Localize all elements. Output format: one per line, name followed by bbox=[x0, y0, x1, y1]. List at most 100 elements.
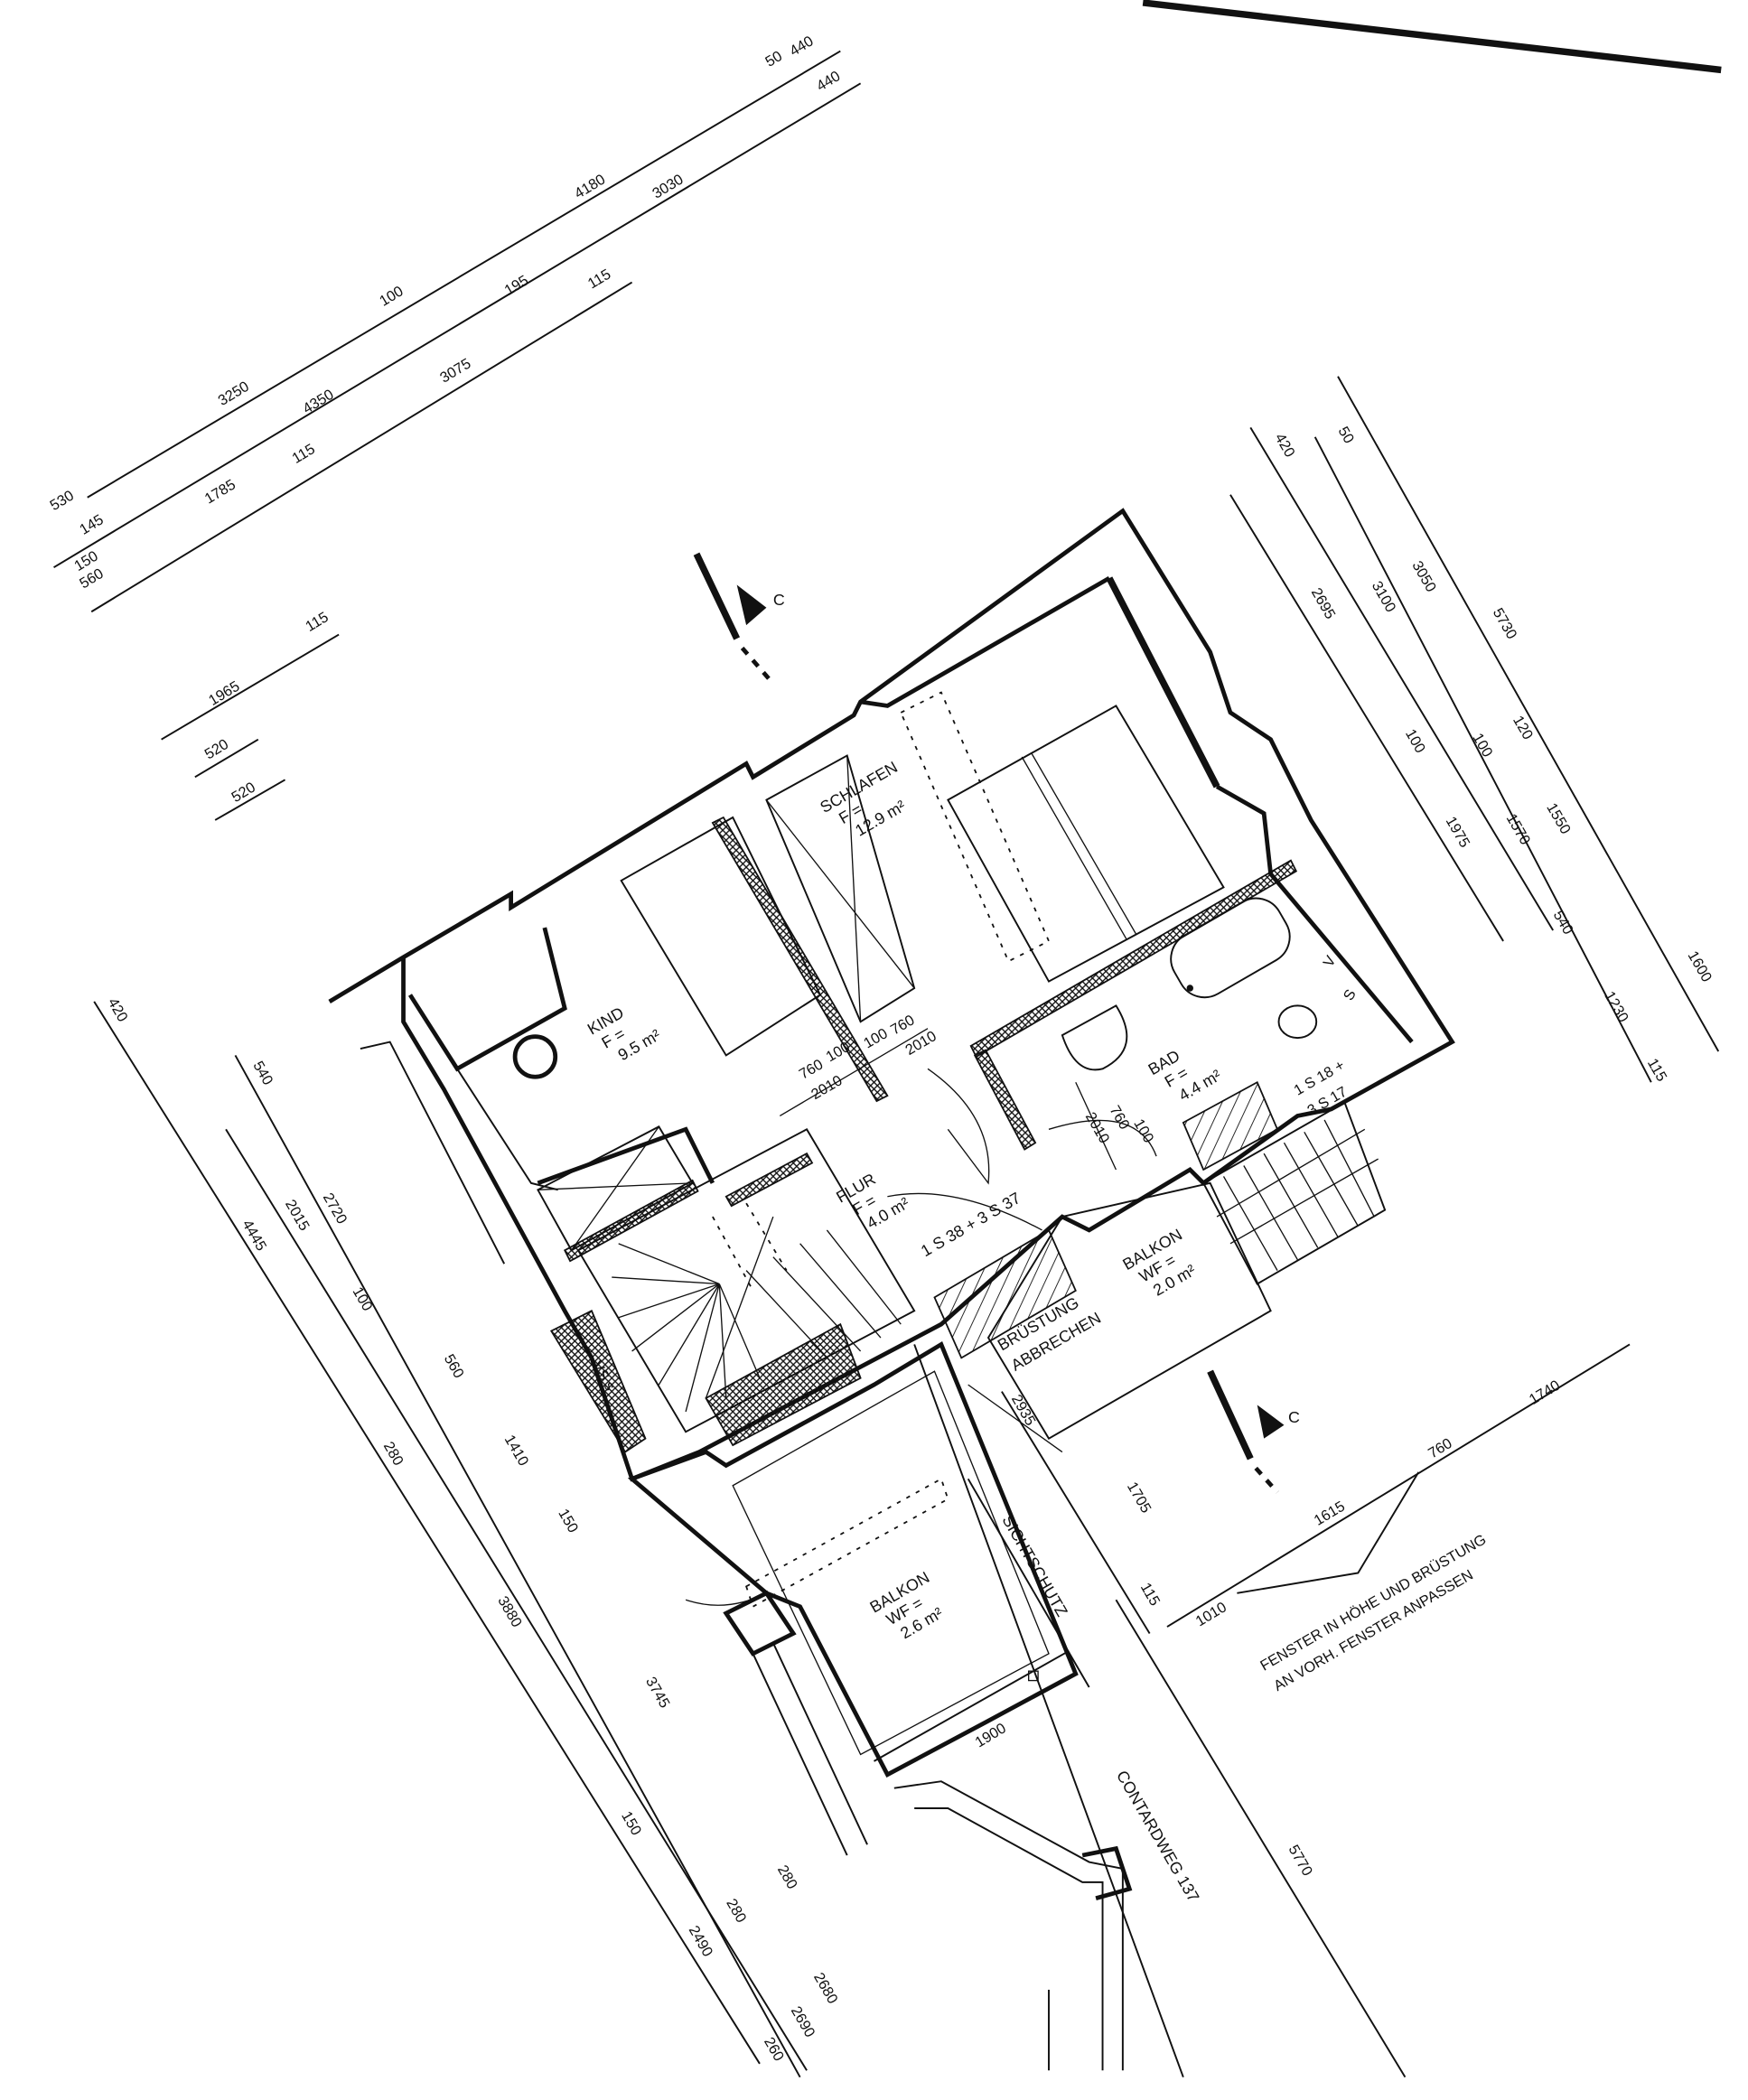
dim-label: 100 bbox=[1402, 726, 1428, 756]
dim-label: 150 bbox=[618, 1808, 644, 1838]
room-balkon-lower: BALKON WF = 2.6 m² bbox=[867, 1568, 947, 1642]
door-swing bbox=[1048, 1119, 1157, 1157]
room-kind: KIND F = 9.5 m² bbox=[584, 1003, 664, 1064]
dim-label: 115 bbox=[1644, 1056, 1670, 1085]
wardrobe-kind bbox=[537, 1125, 694, 1252]
brustung-hatch bbox=[933, 1228, 1077, 1359]
dim-label: 5730 bbox=[1490, 605, 1520, 642]
dim-label: 560 bbox=[441, 1351, 467, 1381]
dim-label: 100 bbox=[377, 283, 407, 309]
window-dashed bbox=[900, 691, 1051, 963]
washbasin bbox=[1061, 1004, 1128, 1071]
dim-label: 115 bbox=[585, 266, 614, 293]
vs-label: V bbox=[1320, 953, 1339, 970]
stair-landing-hatched bbox=[705, 1322, 862, 1447]
dim-label: 115 bbox=[303, 609, 332, 635]
balkon-lower bbox=[627, 1341, 1079, 1778]
dim-label: 260 bbox=[761, 2034, 787, 2064]
dimension-lines-bottom bbox=[874, 1343, 1631, 2078]
dim-label: 530 bbox=[47, 488, 77, 514]
dim-label: 100 bbox=[1469, 731, 1495, 761]
dim-label: 145 bbox=[77, 511, 107, 537]
bathtub-drain bbox=[1186, 985, 1194, 992]
dim-label: 4445 bbox=[238, 1218, 269, 1255]
dim-label: 115 bbox=[1137, 1580, 1164, 1609]
door-dim: 760 bbox=[888, 1012, 918, 1038]
neighbour-building bbox=[893, 1780, 1133, 2071]
dim-label: 3050 bbox=[1408, 558, 1439, 595]
room-flur: FLUR F = 4.0 m² bbox=[833, 1170, 912, 1232]
window-frame bbox=[360, 1041, 506, 1265]
building-outline bbox=[328, 508, 1455, 1482]
dim-label: 115 bbox=[289, 441, 318, 467]
dim-label: 540 bbox=[249, 1059, 276, 1088]
dim-label: 440 bbox=[814, 68, 844, 94]
dim-label: 1570 bbox=[1503, 811, 1534, 848]
dim-label: 1010 bbox=[1192, 1599, 1229, 1629]
section-label: C bbox=[773, 591, 785, 609]
wall-hatched bbox=[724, 1152, 814, 1208]
dim-label: 4180 bbox=[572, 172, 608, 202]
dim-label: 280 bbox=[774, 1862, 800, 1892]
dim-label: 4350 bbox=[300, 387, 336, 417]
dim-labels-bottom: 2935 1705 115 5770 1900 1010 1615 760 17… bbox=[972, 1377, 1563, 1879]
dim-label: 5770 bbox=[1285, 1843, 1315, 1880]
dim-label: 100 bbox=[350, 1284, 376, 1314]
bed-kind bbox=[620, 816, 822, 1057]
dim-label: 1410 bbox=[501, 1433, 532, 1470]
door-dim: 760 bbox=[1107, 1103, 1133, 1133]
dim-label: 3880 bbox=[494, 1593, 525, 1630]
section-label: C bbox=[1288, 1408, 1300, 1426]
dim-label: 760 bbox=[1426, 1435, 1455, 1461]
stair-outer bbox=[1201, 1101, 1387, 1285]
dim-label: 1600 bbox=[1685, 948, 1715, 985]
dim-label: 520 bbox=[229, 779, 258, 806]
note-fenster: AN VORH. FENSTER ANPASSEN bbox=[1271, 1567, 1476, 1694]
note-fenster: FENSTER IN HÖHE UND BRÜSTUNG bbox=[1257, 1531, 1489, 1674]
bed-schlafen bbox=[947, 705, 1225, 983]
dimension-lines-top bbox=[53, 50, 862, 821]
dim-label: 3100 bbox=[1369, 578, 1399, 615]
kind-basin bbox=[512, 1034, 558, 1079]
dim-label: 1230 bbox=[1601, 988, 1631, 1025]
dim-label: 1740 bbox=[1527, 1377, 1563, 1408]
dim-label: 50 bbox=[762, 48, 785, 70]
toilet bbox=[1277, 1004, 1318, 1040]
note-leader bbox=[1237, 1471, 1420, 1594]
dim-label: 440 bbox=[787, 33, 817, 59]
bathtub bbox=[1170, 897, 1291, 999]
dim-label: 2490 bbox=[686, 1923, 716, 1960]
section-mark-c-top: C bbox=[693, 552, 785, 681]
room-bad: BAD F = 4.4 m² bbox=[1145, 1047, 1225, 1105]
dim-label: 1550 bbox=[1543, 800, 1574, 837]
wall-hatched bbox=[711, 816, 889, 1103]
door-swing bbox=[927, 1068, 990, 1185]
scan-edge-line bbox=[1142, 0, 1722, 74]
dim-labels-right: 2695 100 1975 420 3100 100 1570 540 50 3… bbox=[1272, 424, 1715, 1084]
dim-label: 50 bbox=[1335, 424, 1358, 446]
property-line bbox=[913, 1344, 1184, 2078]
stair-outer-hatch bbox=[1182, 1080, 1279, 1171]
dim-label: 1785 bbox=[202, 476, 238, 507]
door-dim: 100 bbox=[1130, 1116, 1156, 1146]
vs-label: S bbox=[1341, 986, 1360, 1003]
dim-label: 3250 bbox=[215, 378, 251, 409]
wall-hatched bbox=[550, 1310, 647, 1453]
stair-inner bbox=[576, 1128, 916, 1433]
wall-hatched bbox=[973, 1049, 1037, 1151]
dim-label: 420 bbox=[105, 995, 131, 1025]
door-swing bbox=[887, 1192, 1042, 1231]
dim-label: 2695 bbox=[1308, 585, 1339, 622]
dim-label: 1975 bbox=[1443, 814, 1473, 851]
wall-hatched bbox=[969, 859, 1298, 1059]
dim-label: 2720 bbox=[320, 1190, 351, 1227]
door-dim: 100 bbox=[861, 1025, 891, 1051]
room-schlafen: SCHLAFEN F = 12.9 m² bbox=[817, 758, 908, 840]
wardrobe-schlafen bbox=[765, 754, 916, 1023]
dim-label: 1965 bbox=[206, 678, 242, 709]
wall-hatched bbox=[563, 1179, 699, 1263]
dim-label: 540 bbox=[1550, 908, 1576, 938]
dim-label: 3030 bbox=[650, 172, 686, 202]
dim-label: 150 bbox=[555, 1507, 581, 1536]
